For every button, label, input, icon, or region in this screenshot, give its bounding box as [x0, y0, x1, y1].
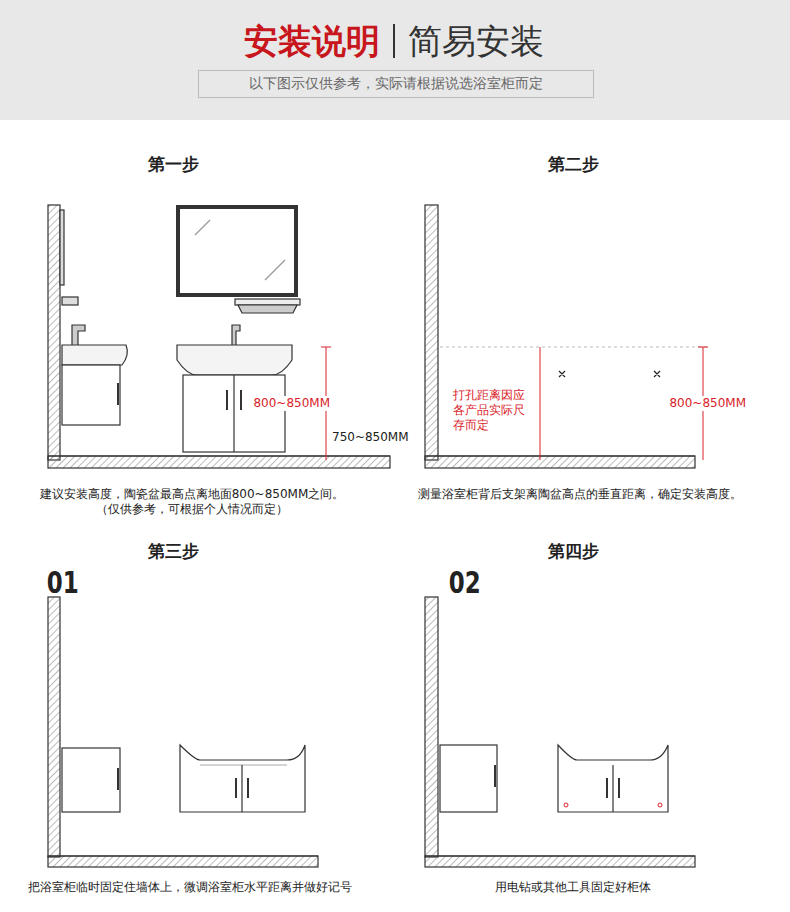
note-text: 以下图示仅供参考，实际请根据说选浴室柜而定 [249, 75, 543, 93]
step-heading: 第三步 [148, 541, 199, 562]
dimension: 800~850MM [667, 396, 748, 411]
subtitle: 简易安装 [408, 20, 544, 63]
step-number: 01 [47, 564, 79, 602]
dimension: 750~850MM [332, 430, 409, 445]
dimension-note: 打孔距离因应各产品实际尺存而定 [451, 388, 531, 433]
title: 安装说明 [244, 20, 380, 63]
step-heading: 第一步 [148, 154, 199, 175]
note-box: 以下图示仅供参考，实际请根据说选浴室柜而定 [198, 70, 594, 98]
dimension: 800~850MM [251, 396, 332, 411]
caption: 用电钻或其他工具固定好柜体 [495, 880, 651, 895]
step-heading: 第四步 [548, 541, 599, 562]
step-number: 02 [449, 564, 481, 602]
caption: （仅供参考，可根据个人情况而定） [96, 502, 288, 517]
caption: 建议安装高度，陶瓷盆最高点离地面800~850MM之间。 [40, 487, 345, 502]
caption: 把浴室柜临时固定住墙体上，微调浴室柜水平距离并做好记号 [28, 880, 352, 895]
caption: 测量浴室柜背后支架离陶盆高点的垂直距离，确定安装高度。 [418, 487, 742, 502]
step-heading: 第二步 [548, 154, 599, 175]
